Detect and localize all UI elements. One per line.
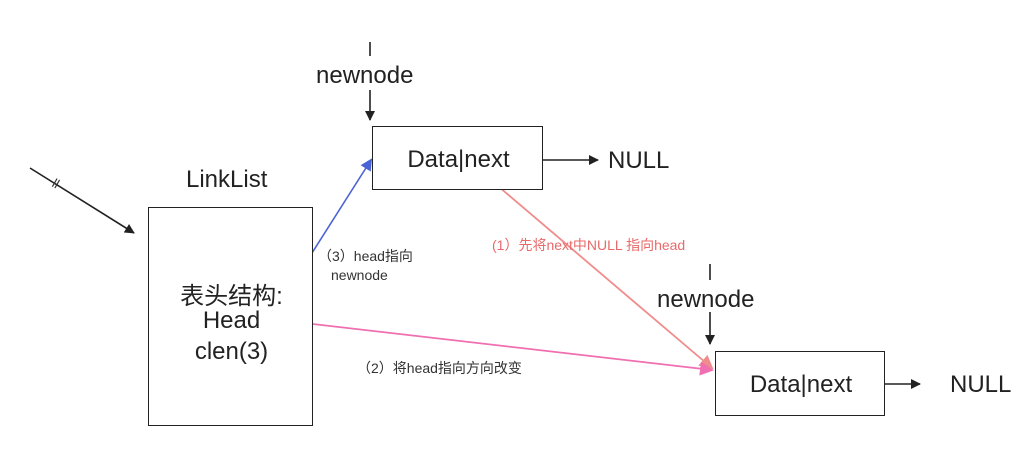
linklist-title: LinkList (186, 166, 268, 193)
step1-arrow (484, 174, 714, 370)
step3-annotation-line1: （3）head指向 (318, 248, 413, 264)
bottom-newnode-label: newnode (657, 286, 755, 313)
step3-annotation-line2: newnode (331, 267, 388, 283)
step2-annotation: （2）将head指向方向改变 (357, 360, 522, 376)
linklist-box: 表头结构: Head clen(3) (148, 207, 313, 426)
top-newnode-label: newnode (316, 62, 414, 89)
linklist-clen-label: clen(3) (194, 338, 269, 365)
bottom-node-box: Data|next (715, 351, 885, 416)
top-null-label: NULL (608, 147, 670, 174)
step2-arrow (277, 319, 714, 376)
linklist-header-label: 表头结构: (180, 283, 283, 310)
top-node-content: Data|next (407, 146, 510, 173)
bottom-null-label: NULL (950, 371, 1012, 398)
bottom-node-content: Data|next (749, 371, 853, 398)
step1-annotation: (1）先将next中NULL 指向head (492, 237, 686, 253)
top-node-box: Data|next (372, 126, 543, 190)
linklist-head-label: Head (202, 307, 261, 334)
entry-arrow (29, 167, 135, 234)
